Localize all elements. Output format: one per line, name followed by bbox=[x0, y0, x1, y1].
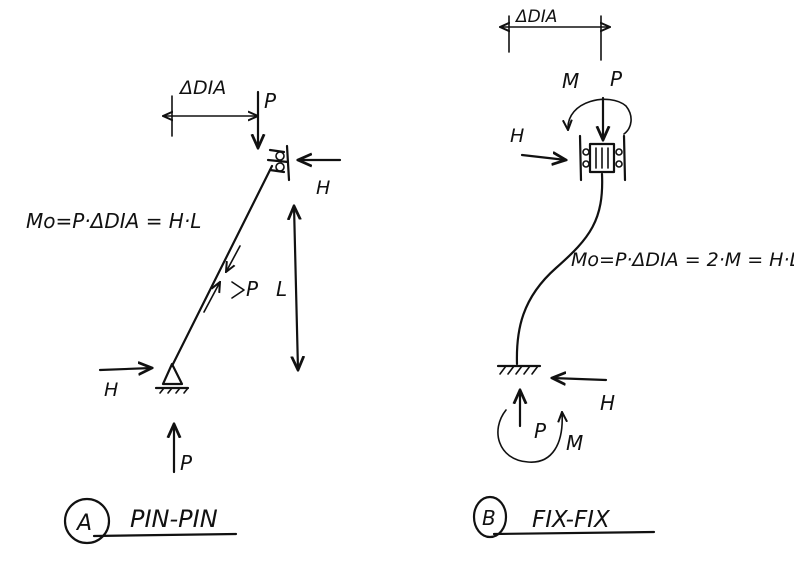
diagram-fix-fix: ΔDIA M P H bbox=[472, 7, 794, 539]
diagram-letter: A bbox=[75, 511, 92, 536]
axial-reaction-bottom-b: P bbox=[520, 390, 547, 443]
shear-force-bottom-b: H bbox=[552, 378, 615, 415]
internal-axial-arrows: P bbox=[203, 245, 259, 313]
diagram-letter: B bbox=[482, 506, 496, 530]
moment-equation: Mo=P·ΔDIA = 2·M = H·L bbox=[571, 249, 794, 271]
pin-support-icon bbox=[154, 362, 190, 394]
internal-axial-label: P bbox=[246, 277, 259, 301]
length-dimension: L bbox=[276, 206, 298, 370]
length-label: L bbox=[276, 277, 287, 301]
shear-force-top-b: H bbox=[510, 125, 566, 160]
axial-top-label: P bbox=[610, 67, 623, 91]
roller-support-icon bbox=[266, 144, 291, 182]
moment-bottom: M bbox=[497, 409, 583, 463]
label-circle bbox=[472, 495, 508, 539]
axial-load-top-a: P bbox=[258, 89, 277, 148]
shear-force-bottom-a: H bbox=[98, 368, 152, 401]
shear-bottom-label: H bbox=[600, 391, 615, 415]
moment-equation: Mo=P·ΔDIA = H·L bbox=[26, 209, 201, 233]
deflected-column bbox=[515, 172, 604, 366]
fixed-support-icon bbox=[496, 364, 542, 375]
shear-top-label: H bbox=[510, 125, 524, 147]
shear-label: H bbox=[316, 177, 330, 199]
caption-b: B FIX-FIX bbox=[472, 495, 656, 539]
moment-top: M bbox=[562, 69, 632, 135]
shear-force-top-a: H bbox=[298, 160, 342, 199]
reaction-label: P bbox=[180, 451, 193, 475]
diagram-pin-pin: ΔDIA P H Mo=P·ΔDIA = H·L bbox=[26, 77, 342, 545]
moment-top-label: M bbox=[562, 69, 579, 93]
moment-bottom-label: M bbox=[566, 431, 583, 455]
support-type-caption: PIN-PIN bbox=[130, 505, 218, 533]
label-circle bbox=[63, 497, 111, 545]
fixed-guided-support-icon bbox=[578, 134, 627, 182]
axial-load-top-b: P bbox=[603, 67, 623, 140]
caption-a: A PIN-PIN bbox=[63, 497, 238, 545]
displacement-label: ΔDIA bbox=[514, 7, 557, 27]
displacement-dimension-b: ΔDIA bbox=[500, 7, 610, 61]
axial-reaction-bottom-a: P bbox=[174, 424, 193, 475]
shear-bottom-label: H bbox=[104, 379, 118, 401]
support-type-caption: FIX-FIX bbox=[532, 507, 611, 533]
axial-load-label: P bbox=[264, 89, 277, 113]
displacement-label: ΔDIA bbox=[178, 77, 226, 99]
reaction-label: P bbox=[534, 419, 547, 443]
displacement-dimension-a: ΔDIA bbox=[163, 77, 258, 137]
inclined-column bbox=[170, 164, 274, 368]
